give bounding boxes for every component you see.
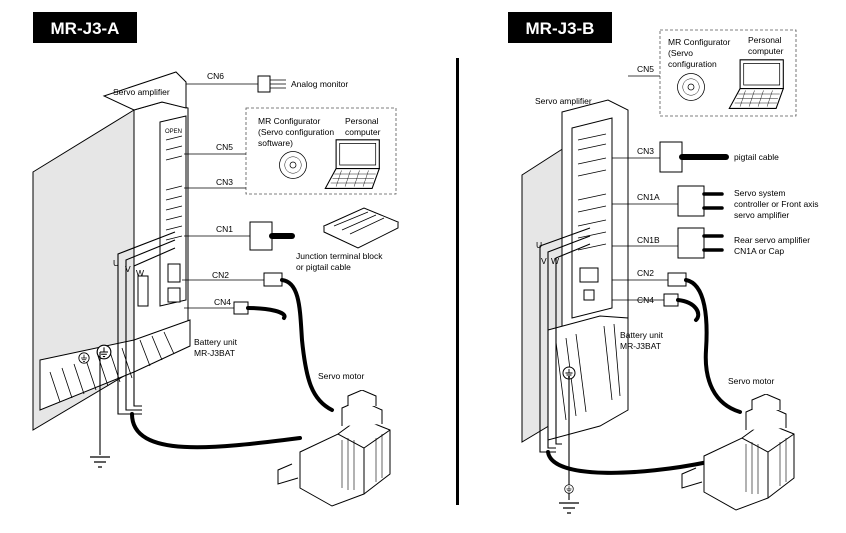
left-junction-line-2: or pigtail cable xyxy=(296,262,351,272)
right-encoder-cable xyxy=(684,278,742,414)
right-battery-line-2: MR-J3BAT xyxy=(620,341,661,351)
left-configurator-line-2: (Servo configuration xyxy=(258,127,334,137)
right-panel: MR-J3-B Servo amplifier U V W xyxy=(508,12,819,514)
left-title-box xyxy=(33,12,137,43)
left-cn2-connector xyxy=(263,272,283,287)
left-cn3-label: CN3 xyxy=(216,177,233,187)
right-cn2-label: CN2 xyxy=(637,268,654,278)
left-cn1-label: CN1 xyxy=(216,224,233,234)
left-battery-line-1: Battery unit xyxy=(194,337,238,347)
left-configurator-line-1: MR Configurator xyxy=(258,116,321,126)
left-cn5-label: CN5 xyxy=(216,142,233,152)
right-rear-line-2: CN1A or Cap xyxy=(734,246,784,256)
right-motor-label: Servo motor xyxy=(728,376,774,386)
right-phase-u: U xyxy=(536,240,542,250)
right-servo-system-line-2: controller or Front axis xyxy=(734,199,819,209)
right-configurator-line-2: (Servo xyxy=(668,48,693,58)
right-servo-system-line-1: Servo system xyxy=(734,188,786,198)
left-configurator-line-3: software) xyxy=(258,138,293,148)
left-pe-terminal-icon xyxy=(96,344,112,360)
right-cn4-connector xyxy=(663,293,679,307)
left-ground-icon xyxy=(90,456,110,468)
right-rear-line-1: Rear servo amplifier xyxy=(734,235,810,245)
left-title: MR-J3-A xyxy=(51,19,120,38)
right-configurator-line-1: MR Configurator xyxy=(668,37,731,47)
left-phase-u: U xyxy=(113,258,119,268)
right-pc-line-2: computer xyxy=(748,46,784,56)
left-battery-line-2: MR-J3BAT xyxy=(194,348,235,358)
right-cn3-connector xyxy=(659,141,683,173)
right-title-box xyxy=(508,12,612,43)
right-cn1a-connector xyxy=(677,185,705,217)
left-cn4-label: CN4 xyxy=(214,297,231,307)
left-panel: MR-J3-A Servo amplifier OPEN U V W xyxy=(32,12,400,507)
right-cn5-label: CN5 xyxy=(637,64,654,74)
right-cn1b-label: CN1B xyxy=(637,235,660,245)
right-servo-amplifier: Servo amplifier xyxy=(521,96,629,443)
right-phase-w: W xyxy=(551,256,559,266)
left-analog-monitor-connector xyxy=(257,75,271,93)
left-amplifier-label: Servo amplifier xyxy=(113,87,170,97)
left-phase-v: V xyxy=(125,264,131,274)
right-configurator-line-3: configuration xyxy=(668,59,717,69)
left-phase-w: W xyxy=(136,268,144,278)
right-cd-icon xyxy=(677,73,705,101)
right-cn1a-label: CN1A xyxy=(637,192,660,202)
right-battery-line-1: Battery unit xyxy=(620,330,664,340)
right-title: MR-J3-B xyxy=(526,19,595,38)
right-cn2-connector xyxy=(667,272,687,287)
left-junction-line-1: Junction terminal block xyxy=(296,251,383,261)
right-motor-power-cable xyxy=(546,450,710,475)
right-cn1b-connector xyxy=(677,227,705,259)
left-servo-amplifier: Servo amplifier OPEN xyxy=(32,71,191,431)
right-battery-cable xyxy=(676,298,701,322)
left-pc-line-2: computer xyxy=(345,127,381,137)
left-analog-monitor-label: Analog monitor xyxy=(291,79,348,89)
panel-divider xyxy=(456,58,459,505)
left-cn1-connector xyxy=(249,221,273,251)
left-cn6-label: CN6 xyxy=(207,71,224,81)
right-amplifier-label: Servo amplifier xyxy=(535,96,592,106)
left-pc-line-1: Personal xyxy=(345,116,379,126)
right-pe-icon-2 xyxy=(564,484,574,494)
left-cn2-label: CN2 xyxy=(212,270,229,280)
left-cd-icon xyxy=(279,151,307,179)
right-pigtail-label: pigtail cable xyxy=(734,152,779,162)
right-pc-line-1: Personal xyxy=(748,35,782,45)
right-cn3-label: CN3 xyxy=(637,146,654,156)
right-phase-v: V xyxy=(541,256,547,266)
left-pe-terminal-icon-2 xyxy=(78,352,90,364)
left-motor-power-cable xyxy=(130,412,302,450)
left-cn4-connector xyxy=(233,301,249,315)
right-ground-icon xyxy=(559,502,579,514)
left-open-label: OPEN xyxy=(165,129,182,135)
left-encoder-cable xyxy=(280,278,334,412)
right-servo-system-line-3: servo amplifier xyxy=(734,210,789,220)
left-motor-label: Servo motor xyxy=(318,371,364,381)
left-battery-cable xyxy=(246,306,287,320)
left-servo-motor xyxy=(277,390,391,507)
